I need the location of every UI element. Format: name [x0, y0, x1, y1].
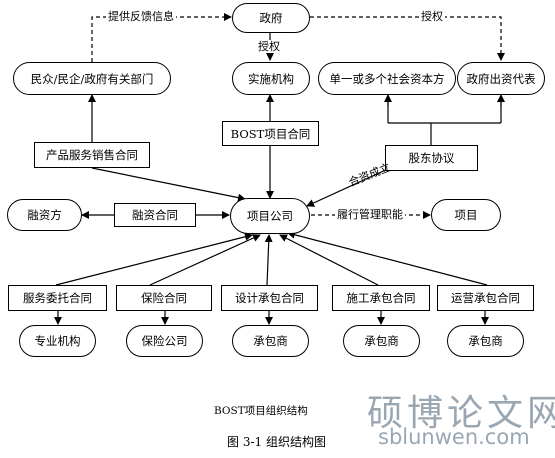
- construction-contract-node: 施工承包合同: [332, 285, 430, 311]
- operation-contract-node: 运营承包合同: [437, 285, 534, 311]
- feedback-label: 提供反馈信息: [106, 10, 176, 23]
- diagram-title: BOST项目组织结构: [214, 405, 308, 417]
- bost-contract-node: BOST项目合同: [222, 121, 319, 146]
- contractor-node-2: 承包商: [343, 325, 420, 357]
- financing-contract-node: 融资合同: [114, 203, 196, 227]
- operation-to-company-connector: [287, 230, 488, 286]
- joint-venture-connector: [306, 167, 391, 207]
- social-capital-node: 单一或多个社会资本方: [318, 62, 456, 95]
- authorize-connector: [310, 16, 505, 61]
- design-contract-node: 设计承包合同: [221, 285, 318, 311]
- insurance-contract-node: 保险合同: [116, 285, 212, 311]
- financier-node: 融资方: [7, 199, 82, 231]
- public-node: 民众/民企/政府有关部门: [13, 62, 171, 95]
- gov-investor-rep-node: 政府出资代表: [457, 62, 545, 95]
- project-node: 项目: [431, 199, 501, 231]
- sales-to-company-connector: [91, 167, 246, 202]
- contractor-node-1: 承包商: [232, 325, 309, 357]
- implementing-agency-node: 实施机构: [232, 62, 310, 95]
- construction-to-company-connector: [279, 234, 379, 286]
- authorize-right-label: 授权: [419, 10, 445, 23]
- project-company-node: 项目公司: [230, 198, 310, 234]
- contractor-node-3: 承包商: [447, 325, 524, 357]
- authorize-mid-label: 授权: [256, 40, 282, 53]
- insurance-to-company-connector: [149, 234, 261, 286]
- shareholder-agreement-node: 股东协议: [385, 145, 478, 171]
- perform-management-label: 履行管理职能: [335, 208, 405, 221]
- professional-agency-node: 专业机构: [19, 325, 96, 357]
- service-to-company-connector: [55, 232, 253, 286]
- figure-caption: 图 3-1 组织结构图: [227, 435, 326, 449]
- feedback-connector: [91, 13, 232, 62]
- insurance-company-node: 保险公司: [126, 325, 203, 357]
- government-node: 政府: [232, 3, 310, 33]
- service-contract-node: 服务委托合同: [8, 285, 107, 311]
- watermark-url: sblunwen.com: [378, 425, 530, 449]
- product-sales-contract-node: 产品服务销售合同: [34, 142, 150, 168]
- agreement-bracket-connector: [387, 96, 502, 145]
- design-to-company-connector: [264, 234, 273, 286]
- watermark-cn: 硕博论文网: [367, 393, 555, 434]
